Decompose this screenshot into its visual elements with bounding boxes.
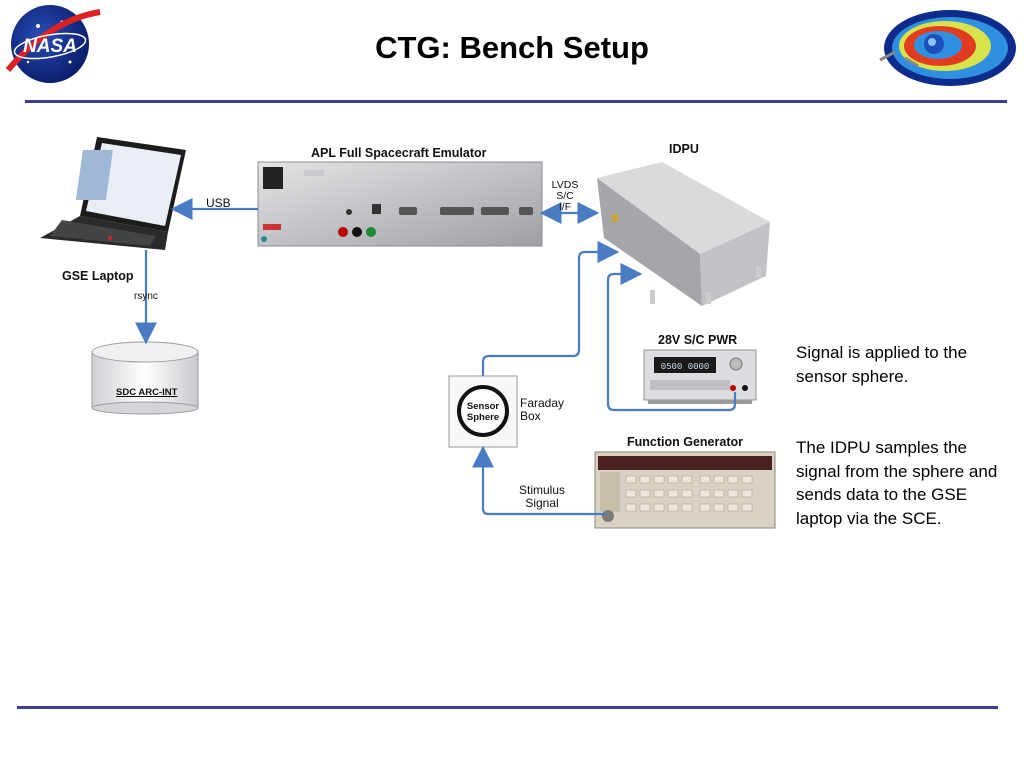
faraday-line-2: Box	[520, 409, 541, 423]
stimulus-label: Stimulus Signal	[516, 484, 568, 510]
lvds-line-3: I/F	[558, 201, 572, 213]
footer-rule	[17, 706, 998, 709]
svg-text:NASA: NASA	[23, 36, 77, 57]
note-signal-applied: Signal is applied to the sensor sphere.	[796, 343, 968, 386]
stimulus-arrow	[472, 445, 606, 516]
usb-label: USB	[206, 196, 231, 210]
rsync-label: rsync	[134, 291, 158, 302]
mission-logo	[879, 10, 1016, 86]
note-idpu-samples: The IDPU samples the signal from the sph…	[796, 438, 998, 528]
page-title: CTG: Bench Setup	[375, 30, 649, 65]
function-generator-label: Function Generator	[627, 435, 743, 449]
faraday-label: Faraday Box	[520, 397, 564, 423]
emulator-image	[257, 161, 543, 247]
sensor-line-2: Sphere	[466, 412, 500, 423]
emulator-label: APL Full Spacecraft Emulator	[311, 146, 487, 160]
power-label: 28V S/C PWR	[658, 333, 738, 347]
gse-laptop-label: GSE Laptop	[62, 269, 134, 283]
idpu-label: IDPU	[669, 142, 699, 156]
idpu-image	[597, 162, 770, 306]
lvds-line-1: LVDS	[551, 179, 579, 191]
power-wire	[606, 263, 737, 412]
sensor-to-idpu-wire	[481, 241, 620, 376]
faraday-line-1: Faraday	[520, 396, 565, 410]
stimulus-line-1: Stimulus	[518, 483, 565, 497]
sdc-database-image	[91, 341, 199, 415]
function-generator-image	[594, 451, 776, 529]
gse-laptop-image	[40, 137, 186, 250]
sensor-sphere-label: Sensor Sphere	[459, 401, 507, 423]
sdc-label: SDC ARC-INT	[116, 387, 178, 398]
connections	[135, 198, 737, 516]
svg-text:0500 0000: 0500 0000	[661, 362, 710, 372]
header-rule	[25, 100, 1007, 103]
lvds-line-2: S/C	[556, 190, 574, 202]
nasa-logo: NASA	[5, 5, 101, 83]
faraday-box	[448, 375, 518, 448]
lvds-label: LVDS S/C I/F	[548, 180, 582, 213]
stimulus-line-2: Signal	[525, 496, 559, 510]
power-supply-image: 0500 0000	[643, 349, 757, 404]
sensor-line-1: Sensor	[466, 401, 500, 412]
